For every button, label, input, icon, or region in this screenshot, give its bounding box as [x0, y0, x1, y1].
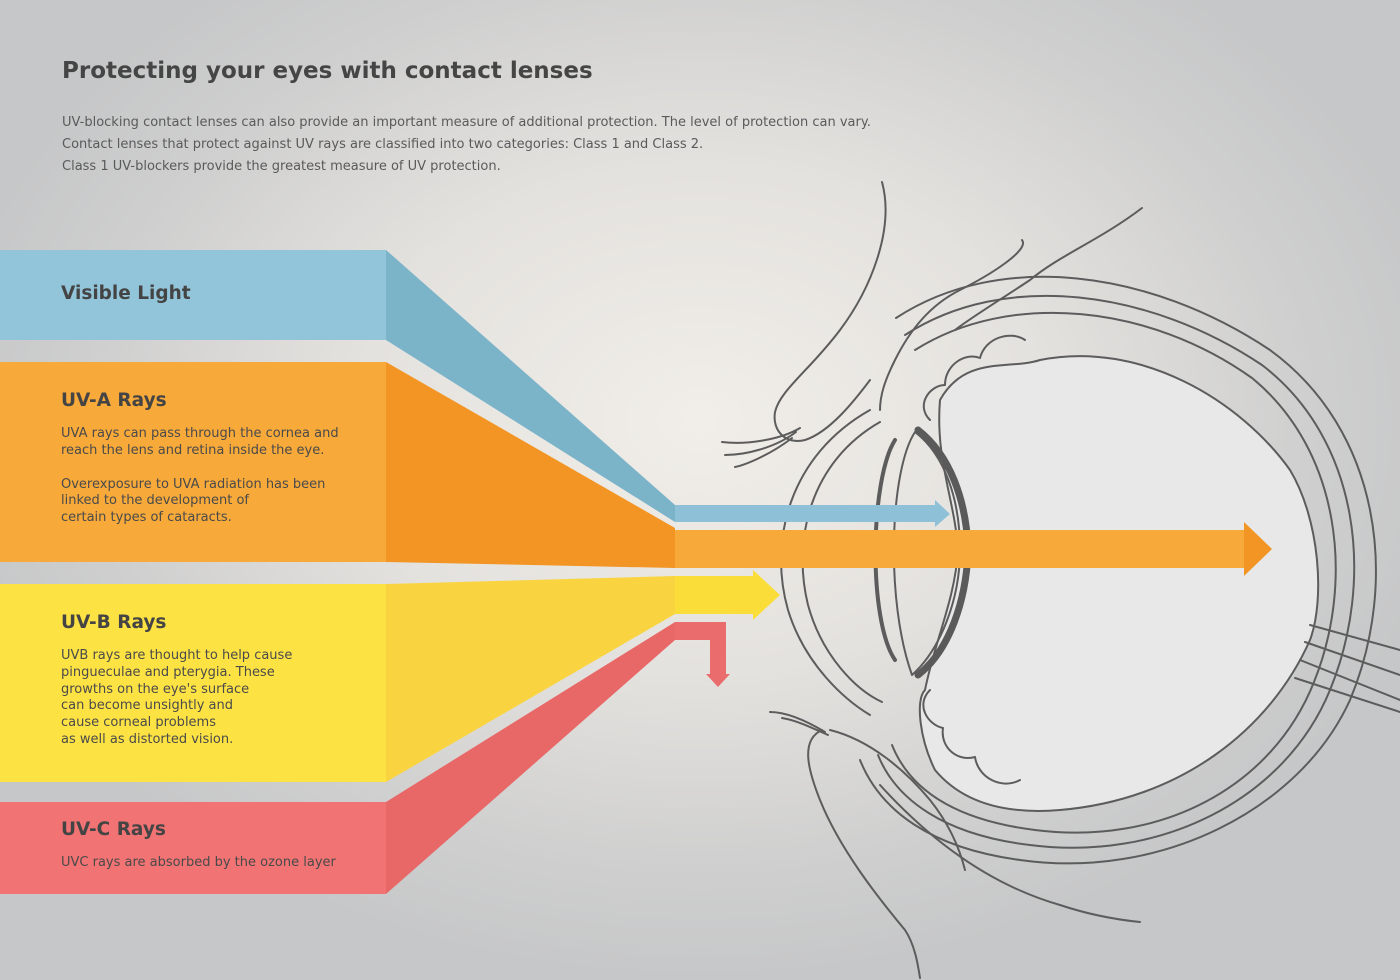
lower-lashes — [769, 711, 829, 736]
uvc-ray — [675, 622, 726, 676]
lower-eyelid — [807, 729, 921, 979]
intro-line-3: Class 1 UV-blockers provide the greatest… — [62, 159, 501, 174]
uva-funnel — [386, 362, 675, 568]
eye-anatomy — [721, 181, 1400, 979]
eye-middle-layer — [877, 294, 1356, 849]
uvc-label: UV-C Rays UVC rays are absorbed by the o… — [61, 819, 336, 872]
lower-eyelid-fold — [829, 729, 966, 871]
uvb-ray — [675, 576, 755, 614]
cornea-outer — [780, 409, 871, 716]
uvb-desc: UVB rays are thought to help cause pingu… — [61, 648, 293, 747]
uva-band — [0, 362, 1272, 576]
uva-desc-1: UVA rays can pass through the cornea and… — [61, 426, 339, 458]
uva-title: UV-A Rays — [61, 390, 167, 411]
uvb-funnel — [386, 576, 675, 782]
upper-lashes — [721, 427, 801, 468]
uvb-arrowhead — [753, 570, 780, 620]
intro-line-2: Contact lenses that protect against UV r… — [62, 137, 704, 152]
uva-rect — [0, 362, 386, 562]
cornea-inner — [801, 421, 883, 703]
uvc-desc: UVC rays are absorbed by the ozone layer — [61, 855, 336, 870]
iris-lower — [914, 548, 972, 679]
intro-line-1: UV-blocking contact lenses can also prov… — [62, 115, 871, 130]
uvc-arrowhead — [706, 674, 730, 687]
uvb-label: UV-B Rays UVB rays are thought to help c… — [61, 612, 361, 749]
uva-ray — [675, 530, 1247, 568]
visible-light-title: Visible Light — [61, 283, 191, 304]
optic-nerve — [1294, 624, 1400, 713]
uva-label: UV-A Rays UVA rays can pass through the … — [61, 390, 361, 527]
visible-light-arrowhead — [935, 500, 950, 527]
brow-line — [954, 207, 1143, 331]
ciliary-body-lower — [922, 689, 1021, 785]
visible-light-label: Visible Light — [61, 283, 191, 304]
uvc-funnel — [386, 622, 675, 894]
vitreous-body — [918, 355, 1320, 812]
page-title: Protecting your eyes with contact lenses — [62, 58, 593, 84]
uva-desc-2: Overexposure to UVA radiation has been l… — [61, 476, 326, 526]
uvc-title: UV-C Rays — [61, 819, 166, 840]
uvc-band — [0, 622, 730, 894]
upper-eyelid-fold — [879, 239, 1024, 411]
visible-light-ray — [675, 505, 937, 522]
uvc-rect — [0, 802, 386, 894]
uvb-band — [0, 570, 780, 782]
uvb-title: UV-B Rays — [61, 612, 167, 633]
upper-eyelid — [773, 181, 887, 442]
visible-light-band — [0, 250, 950, 527]
eye-outer-layer — [859, 275, 1377, 865]
cheek-line — [879, 784, 1141, 923]
intro-text: UV-blocking contact lenses can also prov… — [62, 112, 882, 178]
ciliary-body-upper — [922, 334, 1026, 421]
uva-arrowhead — [1244, 522, 1272, 576]
visible-light-funnel — [386, 250, 675, 522]
uvb-rect — [0, 584, 386, 782]
eye-inner-layer — [891, 311, 1337, 834]
visible-light-rect — [0, 250, 386, 340]
